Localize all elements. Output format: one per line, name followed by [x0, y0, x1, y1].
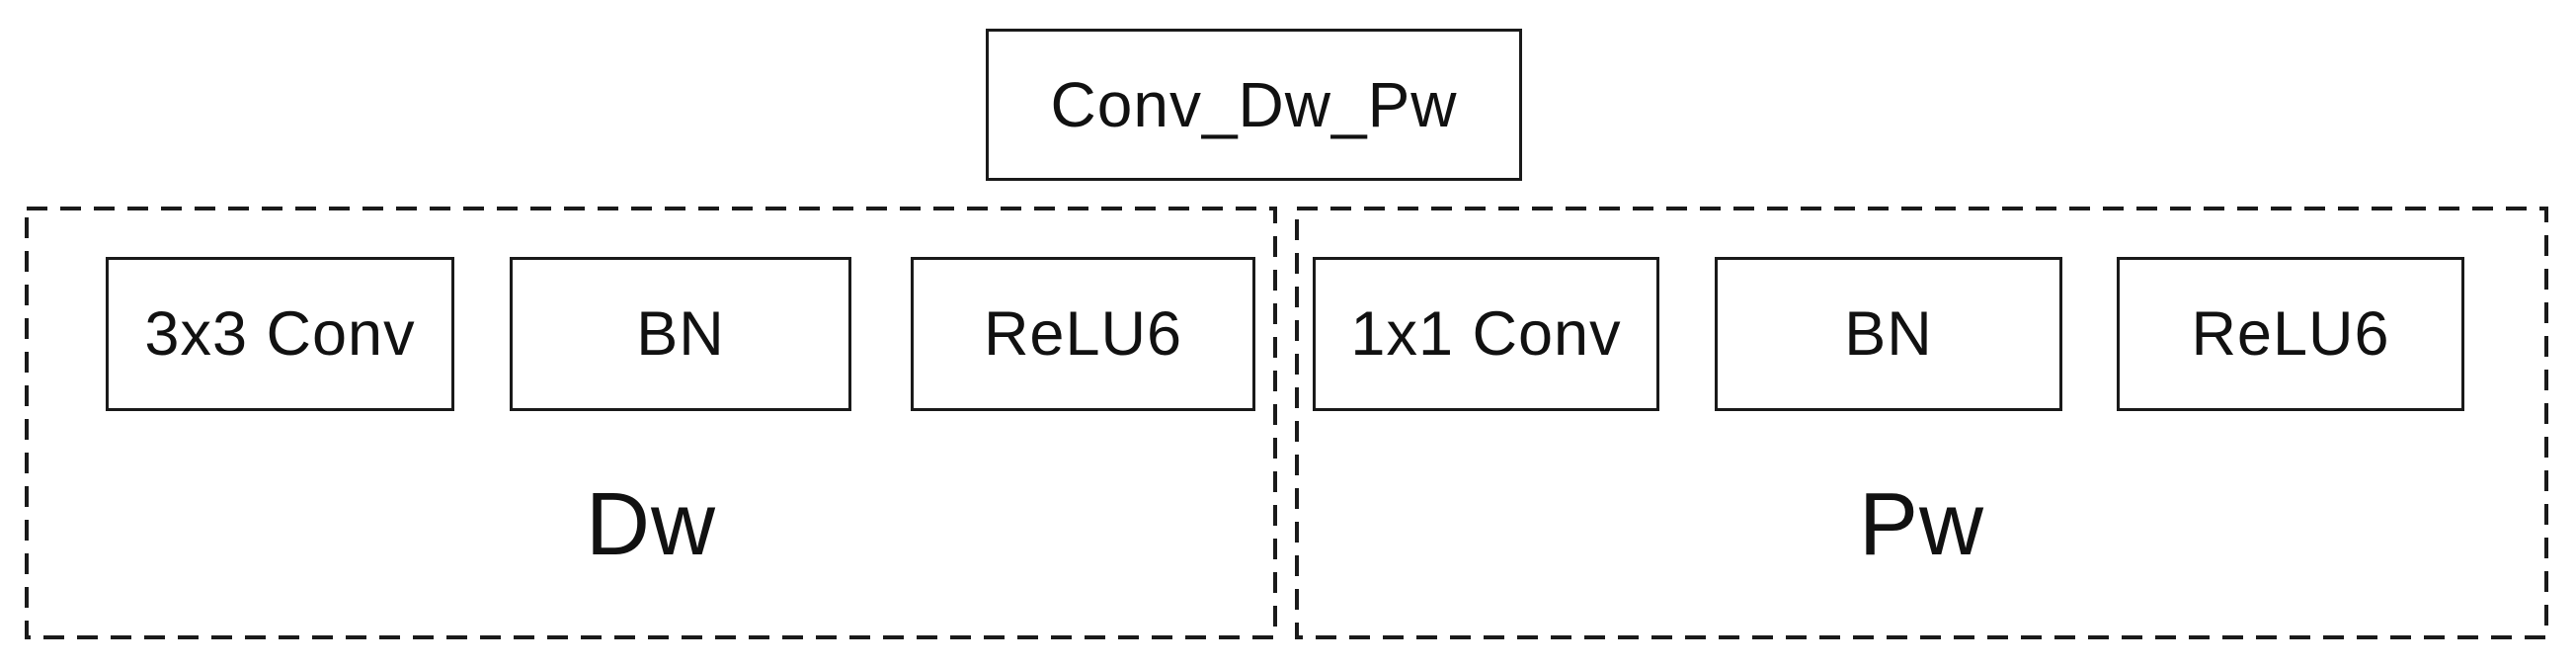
block-bn-dw: BN [510, 257, 851, 411]
block-3x3-conv-label: 3x3 Conv [144, 299, 416, 369]
dw-group-label: Dw [25, 411, 1277, 639]
block-1x1-conv-label: 1x1 Conv [1350, 299, 1622, 369]
conv-dw-pw-title-block: Conv_Dw_Pw [986, 29, 1522, 181]
block-bn-dw-label: BN [636, 299, 725, 369]
block-bn-pw: BN [1715, 257, 2062, 411]
block-1x1-conv: 1x1 Conv [1313, 257, 1659, 411]
block-bn-pw-label: BN [1844, 299, 1933, 369]
block-relu6-pw-label: ReLU6 [2191, 299, 2390, 369]
block-relu6-pw: ReLU6 [2117, 257, 2464, 411]
block-relu6-dw-label: ReLU6 [983, 299, 1183, 369]
block-relu6-dw: ReLU6 [911, 257, 1255, 411]
pw-group-label: Pw [1295, 411, 2548, 639]
dw-group-label-text: Dw [586, 475, 716, 574]
conv-dw-pw-title-label: Conv_Dw_Pw [1050, 69, 1458, 140]
block-3x3-conv: 3x3 Conv [106, 257, 454, 411]
dw-group-border [25, 207, 1277, 639]
pw-group-label-text: Pw [1858, 475, 1985, 574]
pw-group-border [1295, 207, 2548, 639]
